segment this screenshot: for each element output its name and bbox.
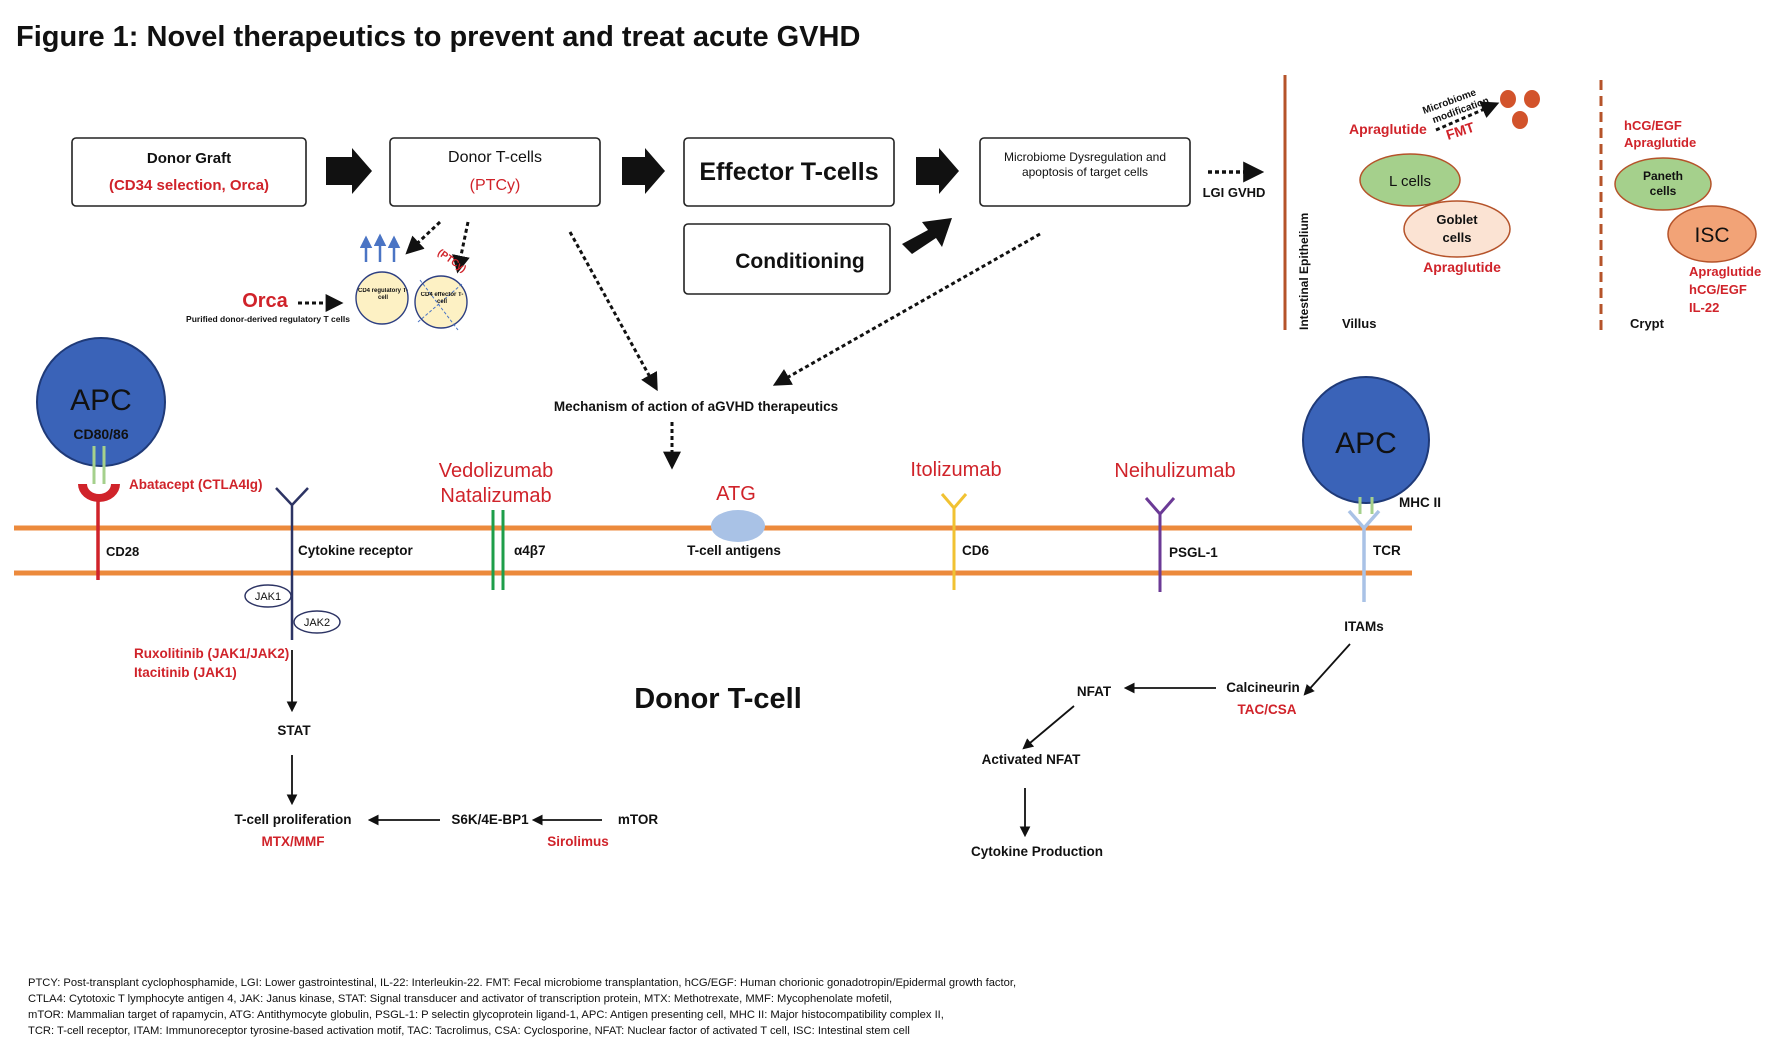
- block-arrow-conditioning: [902, 218, 952, 254]
- block-arrow-3: [916, 148, 959, 194]
- tcr-receptor-icon: [1347, 509, 1381, 602]
- microbiome-label: Microbiome Dysregulation and apoptosis o…: [1003, 150, 1167, 179]
- microbe-dots-icon: [1500, 90, 1540, 129]
- dotted-arrow-mech-left: [568, 231, 658, 392]
- apc-right: APC: [1302, 376, 1430, 504]
- l-cells-label: L cells: [1389, 173, 1431, 190]
- cd6-receptor-icon: [940, 493, 968, 590]
- s6k-label: S6K/4E-BP1: [451, 812, 529, 827]
- psgl-receptor-icon: [1144, 497, 1176, 592]
- isc-label: ISC: [1694, 224, 1729, 247]
- dotted-arrow-to-eff: [452, 221, 470, 274]
- apc-left: APC CD80/86: [36, 337, 166, 467]
- donor-graft-sub: (CD34 selection, Orca): [109, 177, 269, 194]
- arrow-nfat-activated: [1022, 705, 1075, 750]
- footnote-line-2: CTLA4: Cytotoxic T lymphocyte antigen 4,…: [28, 993, 892, 1005]
- ruxolitinib-label: Ruxolitinib (JAK1/JAK2)Itacitinib (JAK1): [134, 646, 289, 680]
- donor-tcells-sub: (PTCy): [470, 177, 521, 194]
- abatacept-cup-icon: [78, 484, 120, 502]
- itolizumab-label: Itolizumab: [910, 459, 1001, 481]
- tac-label: TAC/CSA: [1238, 702, 1297, 717]
- mhc-label: MHC II: [1399, 495, 1441, 510]
- jak1-label: JAK1: [255, 591, 281, 603]
- cd28-label: CD28: [106, 544, 139, 559]
- fmt-label: FMT: [1444, 119, 1477, 143]
- block-arrow-2: [622, 148, 665, 194]
- cd4-effector-cell: CD4 effector T-cell: [414, 275, 468, 331]
- villus-label: Villus: [1342, 316, 1376, 331]
- donor-tcell-label: Donor T-cell: [634, 683, 802, 715]
- activated-nfat-label: Activated NFAT: [982, 752, 1082, 767]
- cd4-regulatory-cell: CD4 regulatory T-cell: [355, 271, 409, 325]
- effector-tcells-box: Effector T-cells: [683, 137, 895, 207]
- mechanism-label: Mechanism of action of aGVHD therapeutic…: [554, 399, 838, 414]
- cytokine-receptor-icon: [275, 487, 309, 640]
- apc-right-label: APC: [1335, 427, 1397, 460]
- calcineurin-label: Calcineurin: [1226, 680, 1300, 695]
- effector-tcells-label: Effector T-cells: [699, 158, 878, 186]
- figure-title: Figure 1: Novel therapeutics to prevent …: [16, 21, 860, 53]
- tcell-antigens-label: T-cell antigens: [687, 543, 781, 558]
- goblet-drug-label: Apraglutide: [1423, 259, 1501, 275]
- sirolimus-label: Sirolimus: [547, 834, 609, 849]
- cd6-label: CD6: [962, 543, 989, 558]
- apraglutide-villus-label: Apraglutide: [1349, 121, 1427, 137]
- a4b7-label: α4β7: [514, 543, 546, 558]
- cytokine-production-label: Cytokine Production: [971, 844, 1103, 859]
- tcell-antigen-icon: [711, 510, 765, 542]
- tcr-label: TCR: [1373, 543, 1401, 558]
- up-arrows-icon: [359, 233, 401, 262]
- jak1-oval: JAK1: [244, 584, 292, 608]
- cd4-eff-label: CD4 effector T-cell: [420, 292, 464, 305]
- footnote-line-1: PTCY: Post-transplant cyclophosphamide, …: [28, 977, 1016, 989]
- dotted-arrow-microbiome: [1435, 101, 1500, 132]
- cytokine-receptor-label: Cytokine receptor: [298, 543, 414, 558]
- cd80-label: CD80/86: [73, 426, 128, 442]
- dotted-arrow-to-reg: [405, 220, 442, 255]
- nfat-label: NFAT: [1077, 684, 1112, 699]
- orca-sub-label: Purified donor-derived regulatory T cell…: [186, 314, 350, 324]
- cd4-reg-label: CD4 regulatory T-cell: [358, 288, 408, 301]
- donor-tcells-title: Donor T-cells: [448, 149, 542, 166]
- arrow-itams-calcineurin: [1303, 643, 1351, 696]
- prolif-label: T-cell proliferation: [234, 812, 351, 827]
- neihulizumab-label: Neihulizumab: [1114, 460, 1235, 482]
- conditioning-label: Conditioning: [735, 250, 864, 273]
- abatacept-label: Abatacept (CTLA4Ig): [129, 477, 263, 492]
- itams-label: ITAMs: [1344, 619, 1384, 634]
- footnote-line-3: mTOR: Mammalian target of rapamycin, ATG…: [28, 1009, 944, 1021]
- microbiome-box: Microbiome Dysregulation and apoptosis o…: [979, 137, 1191, 207]
- crypt-label: Crypt: [1630, 316, 1665, 331]
- psgl-label: PSGL-1: [1169, 545, 1218, 560]
- footnote-line-4: TCR: T-cell receptor, ITAM: Immunorecept…: [28, 1025, 910, 1037]
- jak2-label: JAK2: [304, 617, 330, 629]
- mtx-label: MTX/MMF: [262, 834, 325, 849]
- stat-label: STAT: [277, 723, 311, 738]
- mtor-label: mTOR: [618, 812, 659, 827]
- dotted-arrow-mech-right: [772, 232, 1041, 386]
- block-arrow-1: [326, 148, 372, 194]
- lgi-gvhd-label: LGI GVHD: [1203, 185, 1266, 200]
- atg-label: ATG: [716, 483, 756, 505]
- donor-graft-box: Donor Graft (CD34 selection, Orca): [71, 137, 307, 207]
- conditioning-box: Conditioning: [683, 223, 891, 295]
- apc-left-label: APC: [70, 384, 132, 417]
- epithelium-label: Intestinal Epithelium: [1297, 213, 1311, 330]
- jak2-oval: JAK2: [293, 610, 341, 634]
- donor-tcells-box: Donor T-cells (PTCy): [389, 137, 601, 207]
- donor-graft-title: Donor Graft: [147, 150, 231, 167]
- isc-cell: ISC: [1667, 205, 1757, 263]
- l-cells: L cells: [1359, 153, 1461, 207]
- orca-label: Orca: [242, 290, 288, 312]
